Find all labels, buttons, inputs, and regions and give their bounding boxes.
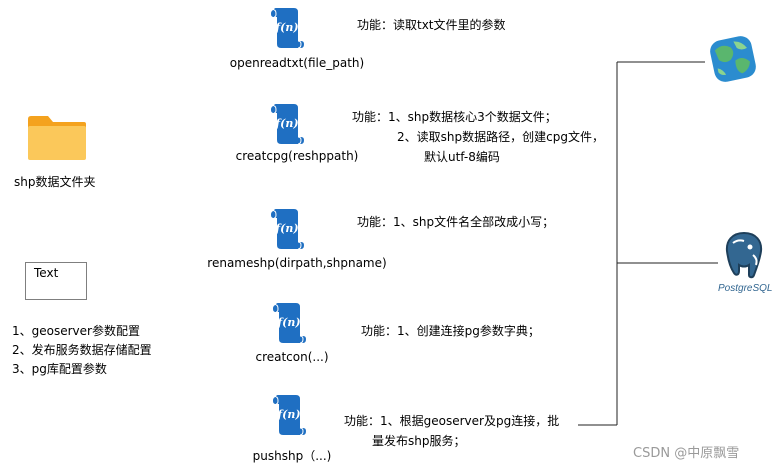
geoserver-icon xyxy=(707,33,759,85)
function-desc: 默认utf-8编码 xyxy=(424,150,500,164)
function-scroll-icon: f(n) xyxy=(268,102,306,146)
svg-text:f(n): f(n) xyxy=(274,222,298,235)
function-name: creatcpg(reshppath) xyxy=(235,149,359,163)
function-desc: 功能：1、根据geoserver及pg连接，批 xyxy=(344,414,560,428)
note-item: 3、pg库配置参数 xyxy=(12,362,107,376)
folder-label: shp数据文件夹 xyxy=(14,175,96,189)
function-desc: 功能：读取txt文件里的参数 xyxy=(357,18,506,32)
function-name: openreadtxt(file_path) xyxy=(229,56,365,70)
function-scroll-icon: f(n) xyxy=(268,6,306,50)
function-desc: 功能：1、创建连接pg参数字典； xyxy=(361,324,540,338)
folder-icon xyxy=(26,113,88,161)
svg-text:f(n): f(n) xyxy=(274,117,298,130)
function-name: creatcon(...) xyxy=(255,350,329,364)
function-scroll-icon: f(n) xyxy=(268,207,306,251)
function-scroll-icon: f(n) xyxy=(270,301,308,345)
note-item: 2、发布服务数据存储配置 xyxy=(12,343,152,357)
function-name: renameshp(dirpath,shpname) xyxy=(207,256,387,270)
function-desc: 功能：1、shp文件名全部改成小写； xyxy=(357,215,555,229)
function-desc: 量发布shp服务； xyxy=(372,434,466,448)
function-desc: 2、读取shp数据路径，创建cpg文件， xyxy=(397,130,604,144)
watermark: CSDN @中原飘雪 xyxy=(633,446,740,461)
text-box: Text xyxy=(25,262,87,300)
svg-text:f(n): f(n) xyxy=(274,21,298,34)
svg-text:f(n): f(n) xyxy=(276,316,300,329)
function-scroll-icon: f(n) xyxy=(270,393,308,437)
function-desc: 功能：1、shp数据核心3个数据文件； xyxy=(352,110,557,124)
postgresql-label: PostgreSQL xyxy=(718,283,773,294)
postgresql-icon xyxy=(720,229,768,281)
function-name: pushshp（...) xyxy=(252,449,332,463)
note-item: 1、geoserver参数配置 xyxy=(12,324,140,338)
svg-text:f(n): f(n) xyxy=(276,408,300,421)
